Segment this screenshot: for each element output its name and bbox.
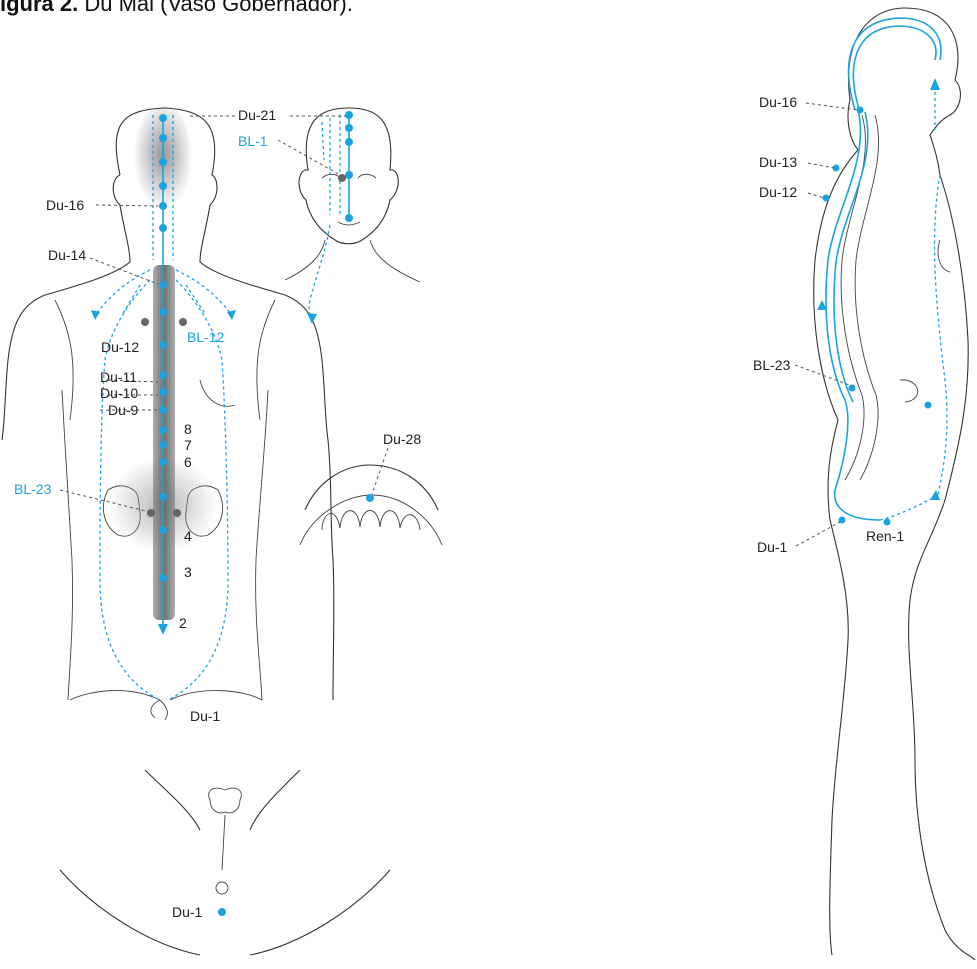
label-side-du1: Du-1 [757, 539, 788, 555]
label-back-3: 3 [184, 564, 192, 580]
label-back-du16: Du-16 [46, 197, 84, 213]
label-back-4: 4 [184, 528, 192, 544]
label-back-7: 7 [184, 437, 192, 453]
perineum-view-figure [60, 770, 390, 955]
face-view-figure [285, 108, 420, 324]
mouth-view-figure [300, 465, 442, 545]
label-back-du10: Du-10 [100, 385, 138, 401]
label-back-bl12: BL-12 [187, 329, 225, 345]
label-side-ren1: Ren-1 [866, 528, 904, 544]
label-perineum-du1: Du-1 [172, 904, 203, 920]
label-back-du12: Du-12 [101, 339, 139, 355]
label-back-du11: Du-11 [100, 369, 137, 385]
label-side-bl23: BL-23 [753, 357, 791, 373]
label-side-du13: Du-13 [759, 154, 797, 170]
side-view-figure [814, 8, 975, 960]
label-back-du14: Du-14 [48, 247, 86, 263]
label-back-du1: Du-1 [190, 708, 221, 724]
label-back-bl23: BL-23 [14, 481, 52, 497]
label-back-du21: Du-21 [238, 107, 276, 123]
label-side-du16: Du-16 [759, 94, 797, 110]
label-face-bl1: BL-1 [238, 133, 268, 149]
label-back-du9: Du-9 [108, 402, 139, 418]
label-mouth-du28: Du-28 [383, 431, 421, 447]
label-back-8: 8 [184, 421, 192, 437]
label-back-6: 6 [184, 454, 192, 470]
label-side-du12: Du-12 [759, 184, 797, 200]
label-back-2: 2 [179, 615, 187, 631]
